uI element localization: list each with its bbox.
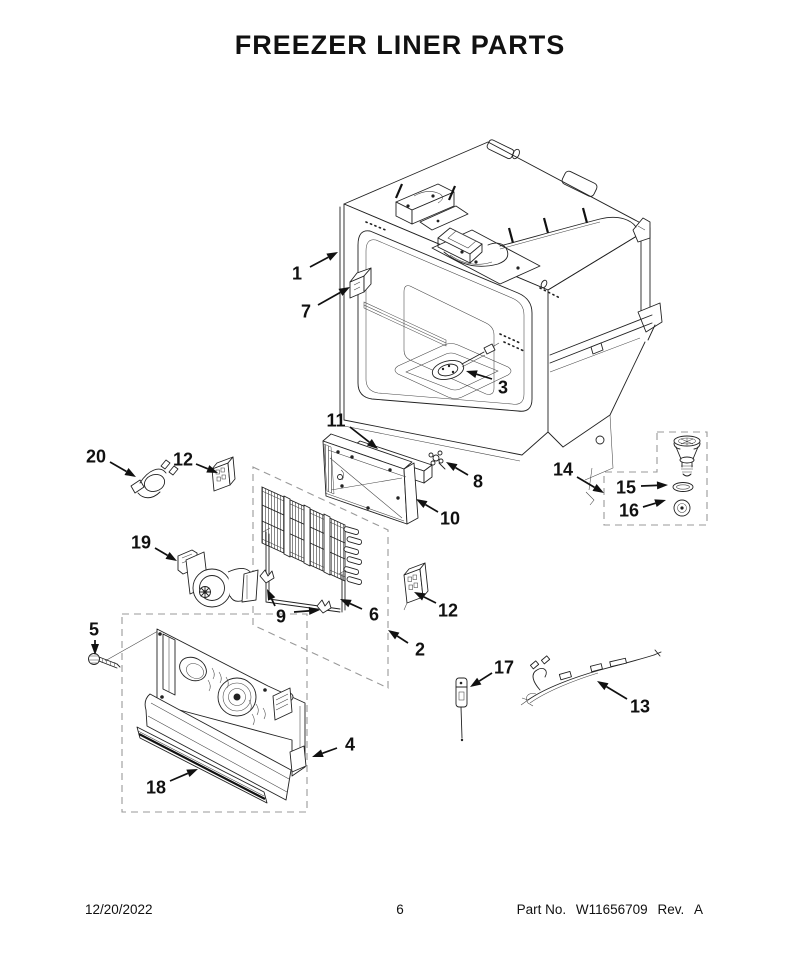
clips-part-9 <box>259 569 332 614</box>
callout-arrow-line <box>396 635 409 644</box>
rev-label: Rev. <box>657 902 685 917</box>
callout-arrow-line <box>317 291 341 306</box>
trim-strip-part-18 <box>136 726 268 804</box>
callout-label-16: 16 <box>619 501 639 521</box>
callout-label-9: 9 <box>276 607 286 627</box>
callout-arrow-line <box>642 502 656 508</box>
air-duct-part-10 <box>322 433 419 525</box>
callout-label-4: 4 <box>345 735 355 755</box>
callout-arrow-line <box>349 426 370 443</box>
callout-arrow-head <box>340 599 352 608</box>
screw-part-5 <box>88 630 159 669</box>
callout-arrow-line <box>195 463 209 470</box>
drain-tube <box>673 435 701 477</box>
callout-arrow-head <box>267 589 276 601</box>
callout-arrow-head <box>388 630 400 640</box>
callout-label-18: 18 <box>146 778 166 798</box>
callout-arrow-line <box>349 602 363 610</box>
callout-arrow-line <box>423 596 437 604</box>
part-no-label: Part No. <box>516 902 567 917</box>
callout-arrow-head <box>186 769 198 778</box>
callout-label-12: 12 <box>173 450 193 470</box>
callout-arrow-head <box>366 439 378 449</box>
callout-arrow-head <box>597 681 609 691</box>
callout-arrow-head <box>91 644 99 655</box>
callout-label-19: 19 <box>131 533 151 553</box>
footer-date: 12/20/2022 <box>85 902 153 917</box>
callout-arrow-head <box>416 499 428 509</box>
callout-arrow-head <box>124 468 136 477</box>
callout-arrow-head <box>308 606 320 615</box>
callout-arrow-line <box>309 256 329 268</box>
callout-arrow-line <box>455 466 469 476</box>
callout-arrow-head <box>656 481 668 490</box>
callout-label-1: 1 <box>292 264 302 284</box>
callout-arrow-head <box>446 462 458 472</box>
sensor-part-17 <box>455 677 468 742</box>
page-title: FREEZER LINER PARTS <box>234 30 566 60</box>
callout-arrow-line <box>322 747 338 755</box>
callout-arrow-head <box>206 465 218 473</box>
drain-tube-group <box>603 431 708 526</box>
callout-arrow-line <box>425 503 439 513</box>
rev-value: A <box>693 902 703 917</box>
wire-harness-part-13 <box>520 649 662 707</box>
thermistor-part-20 <box>130 459 179 499</box>
callout-arrow-head <box>414 592 426 601</box>
callout-arrow-line <box>605 685 628 700</box>
part-no-value: W11656709 <box>575 902 648 917</box>
callout-arrow-line <box>640 484 658 487</box>
footer-page-number: 6 <box>396 902 404 917</box>
callout-arrow-line <box>154 547 168 557</box>
callout-label-6: 6 <box>369 605 379 625</box>
callout-label-14: 14 <box>553 460 573 480</box>
plug-part-7 <box>349 267 372 299</box>
callout-label-12: 12 <box>438 601 458 621</box>
drain-sensor-part-3 <box>394 342 512 399</box>
callout-arrow-head <box>466 370 478 379</box>
connector-part-12-right <box>403 562 429 611</box>
callout-arrow-head <box>592 483 604 493</box>
callout-label-7: 7 <box>301 302 311 322</box>
callout-label-17: 17 <box>494 658 514 678</box>
callout-arrow-head <box>312 749 324 758</box>
callout-arrow-head <box>326 252 338 261</box>
callout-arrow-head <box>470 677 482 687</box>
o-ring-part-15 <box>672 482 694 492</box>
top-harness-assembly <box>394 139 637 289</box>
callout-label-3: 3 <box>498 378 508 398</box>
callout-arrow-line <box>169 772 189 782</box>
callout-arrow-line <box>476 373 493 380</box>
callout-arrow-line <box>270 598 276 607</box>
callout-label-13: 13 <box>630 697 650 717</box>
callout-label-15: 15 <box>616 478 636 498</box>
callout-arrow-line <box>109 461 127 473</box>
callout-label-10: 10 <box>440 509 460 529</box>
dashed-box-part-14 <box>603 431 708 526</box>
fan-motor-part-19 <box>177 549 259 608</box>
evaporator-cover-group <box>121 613 308 813</box>
callout-arrow-line <box>576 476 595 489</box>
freezer-liner-cabinet <box>339 139 663 506</box>
callout-label-20: 20 <box>86 447 106 467</box>
callout-arrow-head <box>654 499 666 508</box>
clip-part-8 <box>428 450 446 470</box>
callout-label-5: 5 <box>89 620 99 640</box>
callout-arrow-head <box>338 287 350 296</box>
callout-arrow-line <box>293 609 310 613</box>
connector-part-12-left <box>211 456 236 492</box>
callout-label-8: 8 <box>473 472 483 492</box>
callout-label-11: 11 <box>326 411 345 431</box>
grommet-part-16 <box>673 499 691 517</box>
callout-arrow-line <box>478 672 493 682</box>
callout-label-2: 2 <box>415 640 425 660</box>
dashed-box-part-4 <box>121 613 308 813</box>
callout-arrow-head <box>165 551 177 561</box>
footer-part-info: Part No. W11656709 Rev. A <box>511 902 703 917</box>
